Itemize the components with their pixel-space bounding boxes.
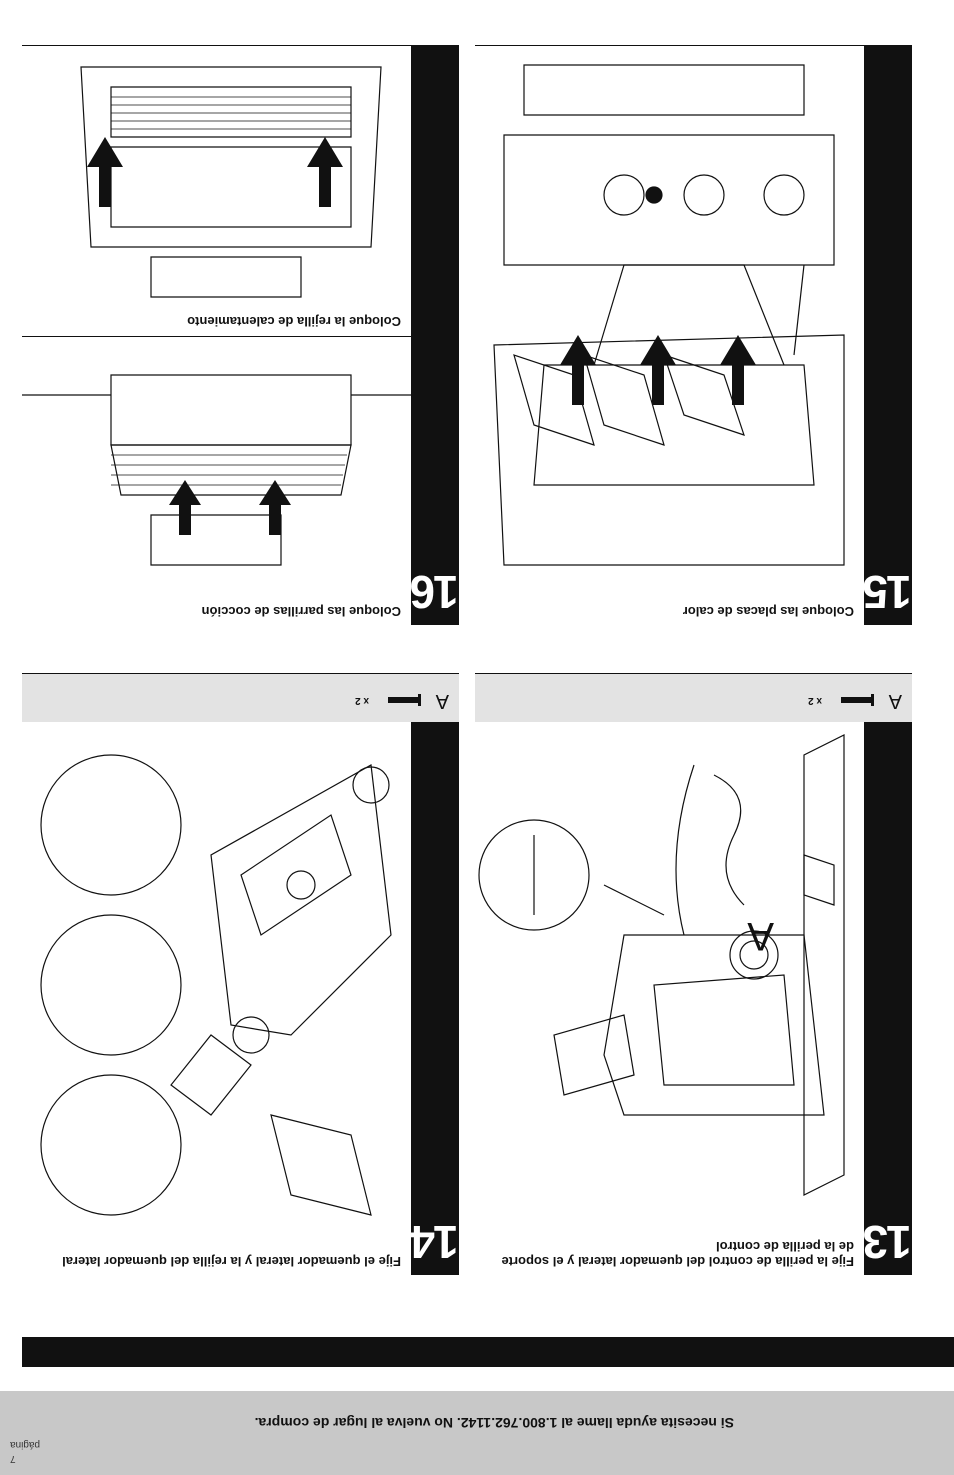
part-letter: A xyxy=(888,690,902,712)
step-title: Coloque las parrillas de cocción xyxy=(201,604,401,619)
warming-rack-illustration xyxy=(80,66,382,298)
step-subtitle: Coloque la rejilla de calentamiento xyxy=(187,314,401,329)
parts-row: A x 2 xyxy=(475,674,912,722)
side-burner-knob-illustration: A xyxy=(478,734,845,1196)
callout-letter: A xyxy=(747,914,774,958)
help-text: Si necesita ayuda llame al 1.800.762.114… xyxy=(254,1415,734,1431)
page-label: 7 página xyxy=(10,1437,40,1465)
step-number: 15 xyxy=(864,46,912,625)
step-16: 16 Coloque las parrillas de cocción xyxy=(22,45,459,625)
part-quantity: x 2 xyxy=(808,695,822,706)
step-13: 13 Fije la perilla de control del quemad… xyxy=(475,673,912,1275)
bolt-icon xyxy=(388,694,421,706)
step-title: Coloque las placas de calor xyxy=(682,604,854,619)
parts-row: A x 2 xyxy=(22,674,459,722)
step-number: 16 xyxy=(411,46,459,625)
bolt-icon xyxy=(841,694,874,706)
step-15: 15 Coloque las placas de calor xyxy=(475,45,912,625)
step-14: 14 Fije el quemador lateral y la rejilla… xyxy=(22,673,459,1275)
cooking-grates-illustration xyxy=(22,374,411,566)
step-number: 13 xyxy=(864,674,912,1275)
help-band: Si necesita ayuda llame al 1.800.762.114… xyxy=(0,1391,954,1475)
side-burner-illustration xyxy=(40,754,392,1216)
step-title: Fije la perilla de control del quemador … xyxy=(501,1239,854,1269)
footer-bar xyxy=(22,1337,954,1367)
heat-plates-illustration xyxy=(493,64,845,566)
part-letter: A xyxy=(435,690,449,712)
step-title: Fije el quemador lateral y la rejilla de… xyxy=(62,1254,401,1269)
part-quantity: x 2 xyxy=(355,695,369,706)
step-number: 14 xyxy=(411,674,459,1275)
page-number: 7 xyxy=(10,1453,16,1464)
step-16-divider xyxy=(22,336,411,337)
page-word: página xyxy=(10,1439,41,1450)
